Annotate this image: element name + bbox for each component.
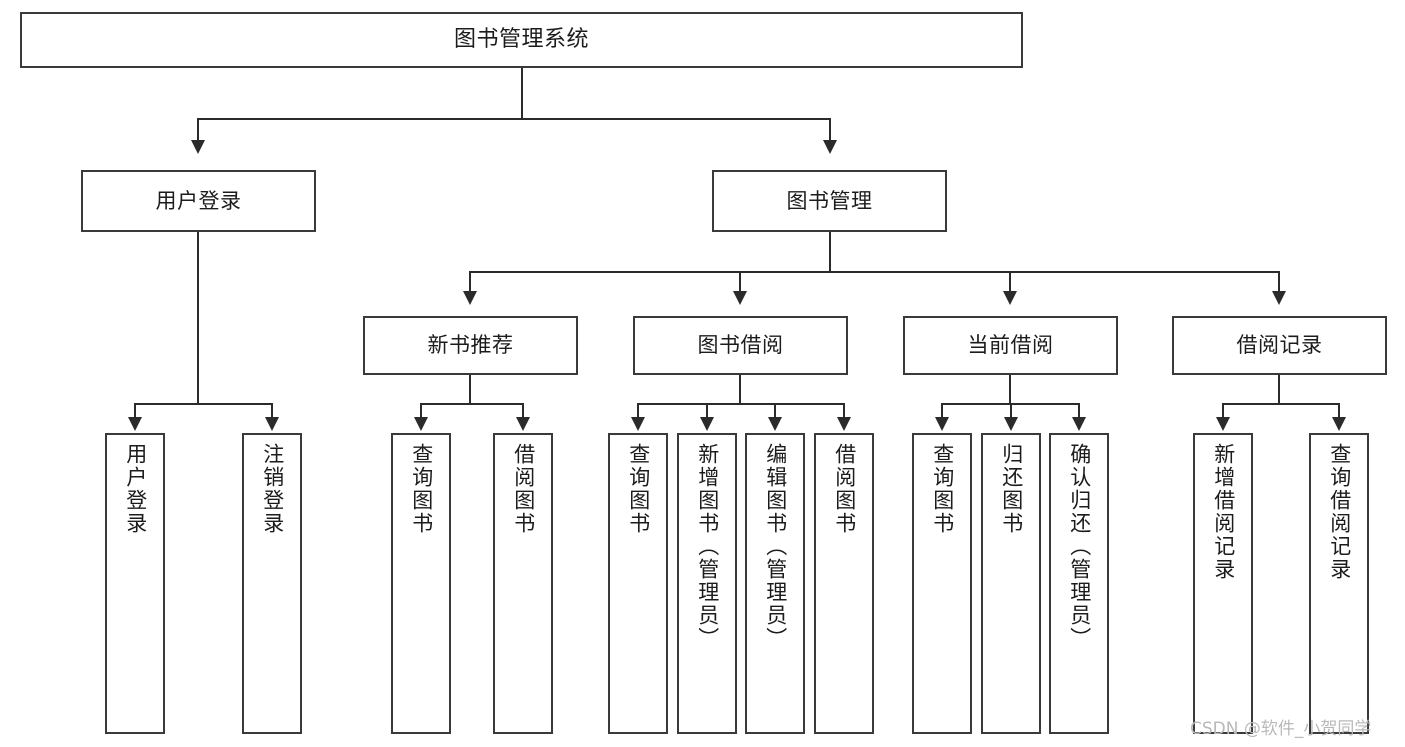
leaf-new-book-recommend-query-book[interactable]: 查询图书 bbox=[391, 433, 451, 734]
node-new-book-recommend[interactable]: 新书推荐 bbox=[363, 316, 578, 375]
arrowhead-to-new-book-recommend bbox=[463, 291, 477, 305]
node-label: 注销登录 bbox=[260, 443, 285, 535]
connector-book-borrow-leaf-3 bbox=[774, 403, 776, 419]
node-borrow-record[interactable]: 借阅记录 bbox=[1172, 316, 1387, 375]
leaf-borrow-record-add-record[interactable]: 新增借阅记录 bbox=[1193, 433, 1253, 734]
arrowhead-current-borrow-leaf-3 bbox=[1072, 417, 1086, 431]
node-label: 借阅图书 bbox=[511, 443, 536, 535]
connector-current-borrow-leaf-2 bbox=[1010, 403, 1012, 419]
connector-new-book-recommend-stem bbox=[469, 375, 471, 405]
connector-book-management-stem bbox=[829, 232, 831, 273]
arrowhead-borrow-record-leaf-2 bbox=[1332, 417, 1346, 431]
leaf-book-borrow-add-book-admin[interactable]: 新增图书（管理员） bbox=[677, 433, 737, 734]
node-label: 新增图书（管理员） bbox=[695, 443, 720, 650]
connector-level1-distributor bbox=[197, 118, 831, 120]
leaf-book-borrow-query-book[interactable]: 查询图书 bbox=[608, 433, 668, 734]
connector-book-borrow-stem bbox=[739, 375, 741, 405]
connector-borrow-record-stem bbox=[1278, 375, 1280, 405]
node-label: 用户登录 bbox=[123, 443, 148, 535]
connector-current-borrow-leaf-3 bbox=[1078, 403, 1080, 419]
connector-book-borrow-leaf-4 bbox=[843, 403, 845, 419]
connector-borrow-record-leaf-2 bbox=[1338, 403, 1340, 419]
arrowhead-current-borrow-leaf-2 bbox=[1004, 417, 1018, 431]
node-label: 当前借阅 bbox=[967, 333, 1054, 358]
leaf-new-book-recommend-borrow-book[interactable]: 借阅图书 bbox=[493, 433, 553, 734]
node-label: 确认归还（管理员） bbox=[1067, 443, 1092, 650]
leaf-current-borrow-confirm-return-admin[interactable]: 确认归还（管理员） bbox=[1049, 433, 1109, 734]
arrowhead-to-current-borrow bbox=[1003, 291, 1017, 305]
arrowhead-to-book-borrow bbox=[733, 291, 747, 305]
arrowhead-book-borrow-leaf-4 bbox=[837, 417, 851, 431]
leaf-current-borrow-query-book[interactable]: 查询图书 bbox=[912, 433, 972, 734]
connector-borrow-record-leaf-1 bbox=[1222, 403, 1224, 419]
arrowhead-current-borrow-leaf-1 bbox=[935, 417, 949, 431]
connector-user-login-leaf-2 bbox=[271, 403, 273, 419]
connector-book-borrow-distributor bbox=[637, 403, 845, 405]
arrowhead-borrow-record-leaf-1 bbox=[1216, 417, 1230, 431]
connector-current-borrow-stem bbox=[1009, 375, 1011, 405]
connector-user-login-distributor bbox=[134, 403, 272, 405]
csdn-watermark: CSDN @软件_小贺同学 bbox=[1190, 719, 1372, 739]
connector-book-borrow-leaf-1 bbox=[637, 403, 639, 419]
connector-user-login-stem bbox=[197, 232, 199, 405]
connector-book-borrow-leaf-2 bbox=[706, 403, 708, 419]
arrowhead-book-borrow-leaf-2 bbox=[700, 417, 714, 431]
leaf-book-borrow-borrow-book[interactable]: 借阅图书 bbox=[814, 433, 874, 734]
leaf-user-login-login[interactable]: 用户登录 bbox=[105, 433, 165, 734]
connector-root-stem bbox=[521, 68, 523, 119]
node-book-management[interactable]: 图书管理 bbox=[712, 170, 947, 232]
arrowhead-user-login-leaf-2 bbox=[265, 417, 279, 431]
connector-to-current-borrow bbox=[1009, 271, 1011, 293]
arrowhead-book-borrow-leaf-3 bbox=[768, 417, 782, 431]
node-label: 图书管理 bbox=[786, 188, 873, 213]
node-book-borrow[interactable]: 图书借阅 bbox=[633, 316, 848, 375]
arrowhead-to-borrow-record bbox=[1272, 291, 1286, 305]
node-current-borrow[interactable]: 当前借阅 bbox=[903, 316, 1118, 375]
leaf-borrow-record-query-record[interactable]: 查询借阅记录 bbox=[1309, 433, 1369, 734]
node-label: 查询图书 bbox=[930, 443, 955, 535]
connector-new-book-recommend-leaf-1 bbox=[420, 403, 422, 419]
connector-to-book-management bbox=[829, 118, 831, 142]
connector-to-user-login bbox=[197, 118, 199, 142]
node-label: 图书管理系统 bbox=[453, 27, 589, 53]
node-label: 借阅图书 bbox=[832, 443, 857, 535]
node-label: 图书借阅 bbox=[697, 333, 784, 358]
arrowhead-new-book-recommend-leaf-2 bbox=[516, 417, 530, 431]
connector-current-borrow-leaf-1 bbox=[941, 403, 943, 419]
arrowhead-new-book-recommend-leaf-1 bbox=[414, 417, 428, 431]
node-label: 编辑图书（管理员） bbox=[763, 443, 788, 650]
node-root-system[interactable]: 图书管理系统 bbox=[20, 12, 1023, 68]
connector-borrow-record-distributor bbox=[1222, 403, 1340, 405]
arrowhead-user-login-leaf-1 bbox=[128, 417, 142, 431]
leaf-current-borrow-return-book[interactable]: 归还图书 bbox=[981, 433, 1041, 734]
connector-user-login-leaf-1 bbox=[134, 403, 136, 419]
node-label: 借阅记录 bbox=[1236, 333, 1323, 358]
node-label: 归还图书 bbox=[999, 443, 1024, 535]
node-label: 查询借阅记录 bbox=[1327, 443, 1352, 581]
connector-level2-distributor bbox=[469, 271, 1280, 273]
connector-new-book-recommend-leaf-2 bbox=[522, 403, 524, 419]
connector-new-book-recommend-distributor bbox=[420, 403, 524, 405]
node-label: 新增借阅记录 bbox=[1211, 443, 1236, 581]
node-user-login[interactable]: 用户登录 bbox=[81, 170, 316, 232]
node-label: 用户登录 bbox=[155, 188, 242, 213]
arrowhead-to-book-management bbox=[823, 140, 837, 154]
node-label: 查询图书 bbox=[409, 443, 434, 535]
leaf-book-borrow-edit-book-admin[interactable]: 编辑图书（管理员） bbox=[745, 433, 805, 734]
node-label: 查询图书 bbox=[626, 443, 651, 535]
connector-to-new-book-recommend bbox=[469, 271, 471, 293]
connector-to-book-borrow bbox=[739, 271, 741, 293]
arrowhead-to-user-login bbox=[191, 140, 205, 154]
leaf-user-login-logout[interactable]: 注销登录 bbox=[242, 433, 302, 734]
node-label: 新书推荐 bbox=[427, 333, 514, 358]
connector-to-borrow-record bbox=[1278, 271, 1280, 293]
arrowhead-book-borrow-leaf-1 bbox=[631, 417, 645, 431]
